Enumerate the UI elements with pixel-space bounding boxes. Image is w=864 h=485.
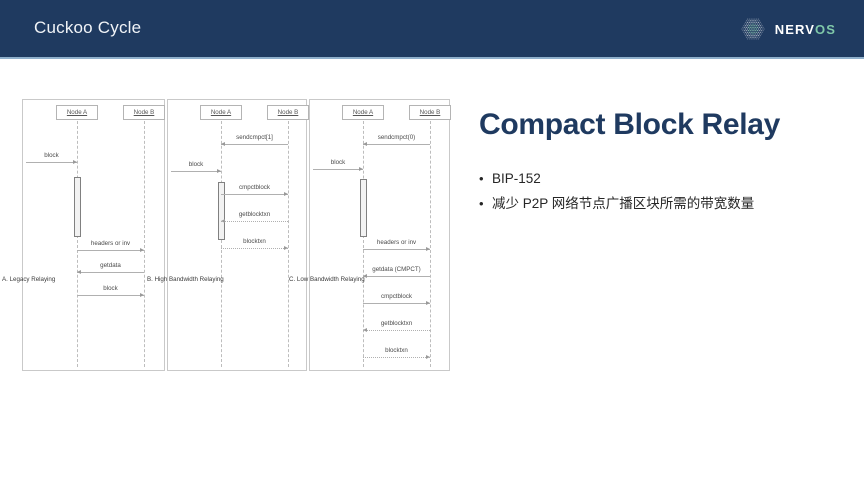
sequence-panel-legacy-relaying <box>22 99 165 371</box>
arrowhead-right-icon <box>426 355 430 359</box>
message-label-c-3: getdata (CMPCT) <box>372 266 421 273</box>
arrowhead-left-icon <box>221 219 225 223</box>
arrowhead-right-icon <box>140 248 144 252</box>
activation-bar-c <box>360 179 367 237</box>
page-title: Compact Block Relay <box>479 108 781 141</box>
message-line-c-1 <box>313 169 363 170</box>
header-accent-line <box>0 57 864 59</box>
arrowhead-right-icon <box>217 169 221 173</box>
message-line-a-2 <box>77 272 144 273</box>
message-line-b-1 <box>171 171 221 172</box>
message-label-c-1: block <box>330 159 346 166</box>
node-a-label: Node A <box>66 109 88 116</box>
node-a-box-b: Node A <box>200 105 242 120</box>
message-label-a-0: block <box>44 152 59 159</box>
message-label-b-4: blocktxn <box>243 238 266 245</box>
arrowhead-right-icon <box>73 160 77 164</box>
list-item: 减少 P2P 网络节点广播区块所需的带宽数量 <box>479 191 829 216</box>
message-label-c-0: sendcmpct(0) <box>377 134 416 141</box>
message-label-c-6: blocktxn <box>385 347 408 354</box>
bullet-list: BIP-152 减少 P2P 网络节点广播区块所需的带宽数量 <box>479 166 829 216</box>
arrowhead-left-icon <box>221 142 225 146</box>
arrowhead-right-icon <box>140 293 144 297</box>
nervos-logo-text: NERVOS <box>775 22 836 37</box>
node-b-label: Node B <box>133 109 155 116</box>
message-line-b-2 <box>221 194 288 195</box>
message-label-b-1: block <box>188 161 204 168</box>
panel-caption-a: A. Legacy Relaying <box>2 276 56 283</box>
node-a-label: Node A <box>352 109 374 116</box>
message-label-a-1: headers or inv <box>90 240 131 247</box>
arrowhead-left-icon <box>77 270 81 274</box>
arrowhead-right-icon <box>426 301 430 305</box>
message-line-c-6 <box>363 357 430 358</box>
logo-text-primary: NERV <box>774 21 816 37</box>
message-label-b-3: getblocktxn <box>238 211 271 218</box>
arrowhead-right-icon <box>284 246 288 250</box>
node-b-box-b: Node B <box>267 105 309 120</box>
arrowhead-left-icon <box>363 142 367 146</box>
message-line-c-4 <box>363 303 430 304</box>
message-line-a-0 <box>26 162 77 163</box>
lifeline-node-b-b <box>288 121 289 367</box>
message-label-a-2: getdata <box>100 262 121 269</box>
message-label-a-3: block <box>103 285 118 292</box>
lifeline-node-b-c <box>430 121 431 367</box>
message-label-c-5: getblocktxn <box>380 320 413 327</box>
arrowhead-right-icon <box>284 192 288 196</box>
lifeline-node-a-c <box>363 121 364 367</box>
arrowhead-left-icon <box>363 274 367 278</box>
slide-header-bar <box>0 0 864 57</box>
message-line-b-0 <box>221 144 288 145</box>
message-line-c-0 <box>363 144 430 145</box>
slide-section-title: Cuckoo Cycle <box>34 18 142 37</box>
lifeline-node-b-a <box>144 121 145 367</box>
node-b-label: Node B <box>419 109 441 116</box>
message-label-b-0: sendcmpct[1] <box>236 134 273 141</box>
node-b-label: Node B <box>277 109 299 116</box>
list-item: BIP-152 <box>479 166 829 191</box>
node-a-box-c: Node A <box>342 105 384 120</box>
arrowhead-left-icon <box>363 328 367 332</box>
message-label-c-4: cmpctblock <box>381 293 412 300</box>
arrowhead-right-icon <box>359 167 363 171</box>
message-line-c-2 <box>363 249 430 250</box>
compact-block-relay-sequence-diagram: Node A Node B block headers or inv getdata bl… <box>22 99 451 371</box>
node-b-box-c: Node B <box>409 105 451 120</box>
lifeline-node-a-b <box>221 121 222 367</box>
arrowhead-right-icon <box>426 247 430 251</box>
lifeline-node-a-a <box>77 121 78 367</box>
node-a-label: Node A <box>210 109 232 116</box>
activation-bar-a <box>74 177 81 237</box>
node-b-box-a: Node B <box>123 105 165 120</box>
nervos-logo: NERVOS <box>738 13 836 45</box>
message-line-c-5 <box>363 330 430 331</box>
message-label-b-2: cmpctblock <box>239 184 270 191</box>
message-line-c-3 <box>363 276 430 277</box>
message-line-b-3 <box>221 221 288 222</box>
activation-bar-b <box>218 182 225 240</box>
node-a-box-a: Node A <box>56 105 98 120</box>
logo-text-accent: OS <box>815 21 836 37</box>
panel-caption-c: C. Low Bandwidth Relaying <box>289 276 365 283</box>
panel-caption-b: B. High Bandwidth Relaying <box>147 276 224 283</box>
message-label-c-2: headers or inv <box>376 239 417 246</box>
message-line-a-1 <box>77 250 144 251</box>
message-line-b-4 <box>221 248 288 249</box>
nervos-dotted-hexagon-logo-icon <box>741 18 765 40</box>
message-line-a-3 <box>77 295 144 296</box>
